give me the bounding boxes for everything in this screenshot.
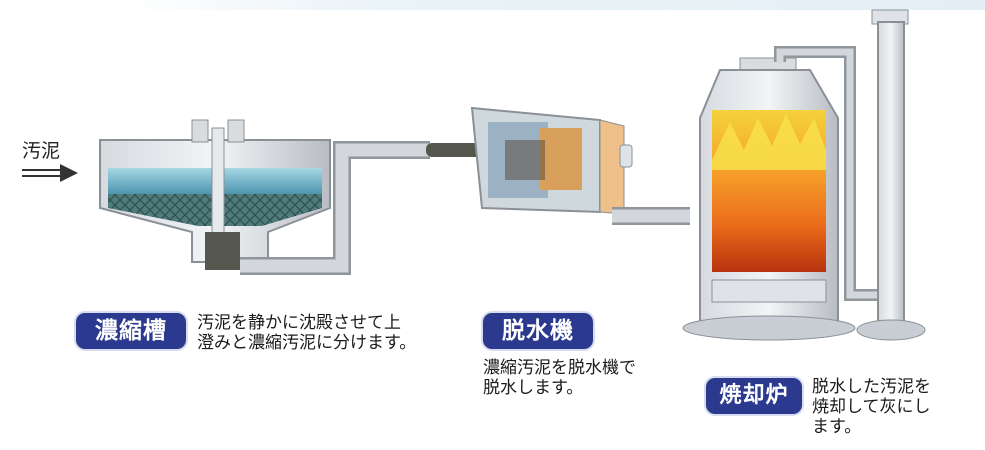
thickener-badge: 濃縮槽 [76, 313, 186, 349]
dewatering-machine [470, 106, 633, 215]
incinerator [682, 57, 856, 341]
flue-duct [774, 46, 880, 301]
dewaterer-description-line: 濃縮汚泥を脱水機で [483, 358, 636, 378]
incinerator-description-line: 脱水した汚泥を [812, 377, 931, 397]
dewaterer-description-line: 脱水します。 [483, 378, 584, 398]
dewaterer-badge: 脱水機 [483, 313, 593, 349]
incinerator-description-line: ます。 [812, 417, 862, 437]
thickener-description: 汚泥を静かに沈殿させて上 澄みと濃縮汚泥に分けます。 [197, 313, 416, 353]
thickener-tank [99, 119, 331, 270]
incinerator-badge: 焼却炉 [706, 378, 802, 414]
incinerator-description-line: 焼却して灰にし [812, 397, 931, 417]
pipe-thickener-to-dewaterer [240, 141, 482, 275]
top-gradient-band [120, 0, 985, 10]
incinerator-description: 脱水した汚泥を 焼却して灰にし ます。 [812, 377, 931, 437]
thickener-description-line: 汚泥を静かに沈殿させて上 [197, 313, 401, 333]
input-sludge-label: 汚泥 [22, 140, 61, 162]
dewaterer-description: 濃縮汚泥を脱水機で 脱水します。 [483, 358, 636, 398]
thickener-description-line: 澄みと濃縮汚泥に分けます。 [197, 333, 417, 353]
input-arrow [22, 164, 78, 182]
chimney-stack [856, 9, 926, 341]
